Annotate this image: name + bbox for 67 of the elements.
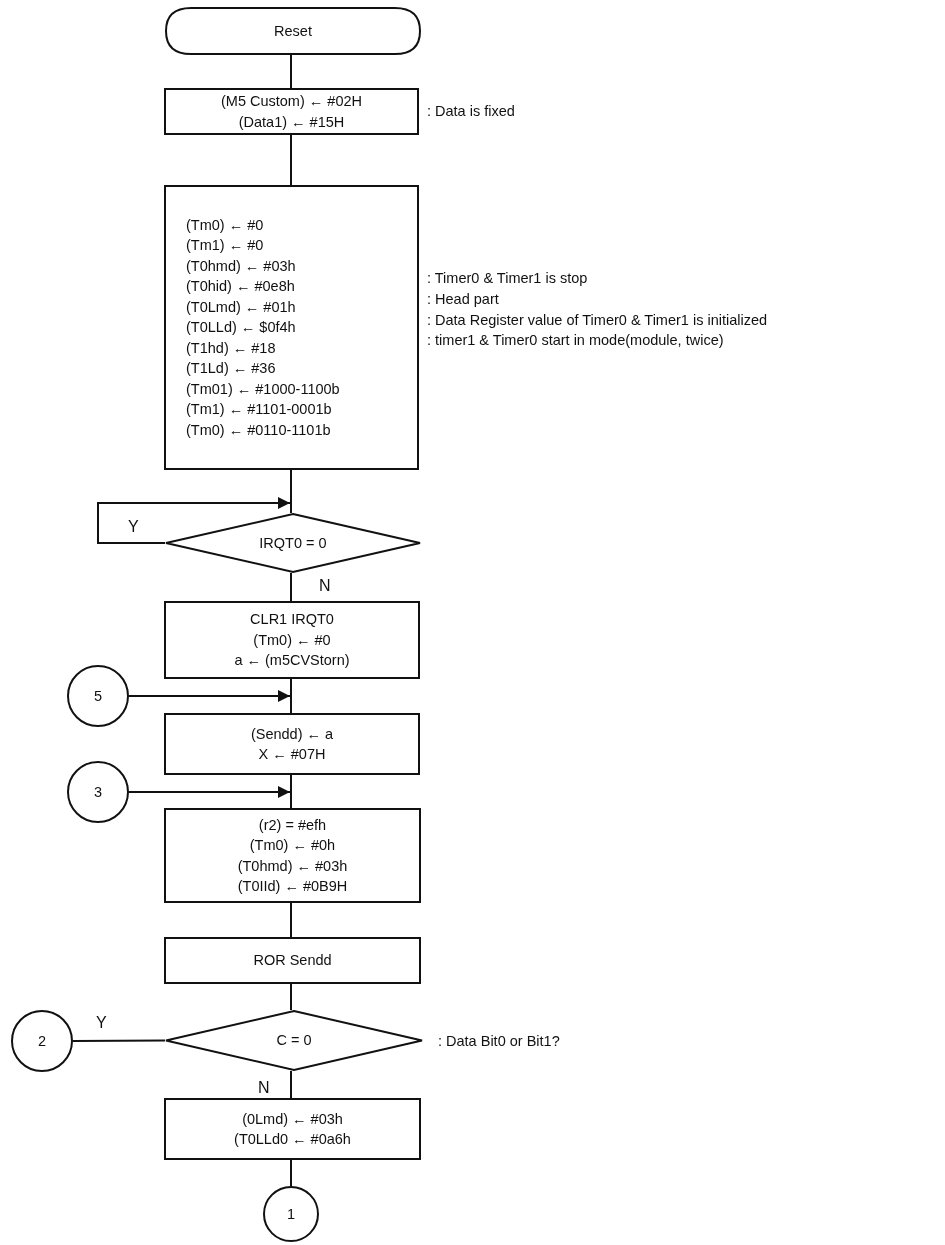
edge-label: Y xyxy=(94,1015,109,1031)
connector-line xyxy=(290,1159,292,1187)
connector-line xyxy=(290,1070,292,1099)
connector-line xyxy=(290,902,292,938)
decision-diamond xyxy=(165,1010,423,1071)
arrow xyxy=(128,786,291,798)
node-text: X ← #07H xyxy=(258,745,326,764)
node-text: ROR Sendd xyxy=(253,951,332,971)
connector-line xyxy=(290,134,292,186)
node-text: (0Lmd) ← #03h xyxy=(242,1109,343,1129)
node-text: (Tm0) ← #0h xyxy=(249,836,336,855)
connector-line xyxy=(290,678,292,714)
edge-label: Y xyxy=(126,519,141,535)
node-text: (T1hd) ← #18 xyxy=(186,338,276,358)
connector-line xyxy=(290,572,292,602)
process-box xyxy=(164,185,419,470)
node-text: (T0hmd) ← #03h xyxy=(186,256,296,276)
process-box xyxy=(164,713,420,775)
edge-label: N xyxy=(317,578,333,594)
node-text: (T0hmd) ← #03h xyxy=(237,856,348,876)
annotation: : Data Bit0 or Bit1? xyxy=(438,1032,560,1051)
node-text: (Data1) ← #15H xyxy=(238,112,345,132)
node-text: C = 0 xyxy=(276,1031,312,1051)
connector-number: 2 xyxy=(37,1031,47,1051)
connector-line xyxy=(290,469,292,514)
terminator-shape xyxy=(165,7,421,55)
node-text: (Tm0) ← #0110-1101b xyxy=(186,420,331,440)
connector-number: 3 xyxy=(93,782,103,802)
connector-line xyxy=(290,983,292,1011)
node-text: (M5 Custom) ← #02H xyxy=(221,92,362,111)
node-text: (Tm01) ← #1000-1100b xyxy=(186,379,340,399)
process-box xyxy=(164,808,421,903)
node-text: IRQT0 = 0 xyxy=(259,533,327,553)
connector-line xyxy=(290,54,292,89)
node-text: (T0IId) ← #0B9H xyxy=(237,877,348,896)
node-text: (r2) = #efh xyxy=(258,815,327,835)
annotation: : Data is fixed xyxy=(427,102,515,121)
process-box xyxy=(164,1098,421,1160)
node-text: (Tm1) ← #0 xyxy=(186,236,264,256)
annotation: : timer1 & Timer0 start in mode(module, twice) xyxy=(427,331,724,351)
node-text: Reset xyxy=(274,21,312,41)
process-box xyxy=(164,937,421,984)
edge-label: N xyxy=(256,1080,272,1096)
node-text: (T0Lmd) ← #01h xyxy=(186,297,296,317)
node-text: a ← (m5CVStorn) xyxy=(234,651,350,671)
node-text: (Sendd) ← a xyxy=(250,724,334,744)
annotation: : Timer0 & Timer1 is stop xyxy=(427,269,588,288)
annotation: : Head part xyxy=(427,289,499,309)
node-text: (T0LLd) ← $0f4h xyxy=(186,318,296,338)
annotation: : Data Register value of Timer0 & Timer1 is initialized xyxy=(427,310,768,330)
connector-line xyxy=(290,774,292,809)
node-text: (Tm1) ← #1101-0001b xyxy=(186,400,332,420)
connector-circle xyxy=(263,1186,319,1242)
connector-number: 1 xyxy=(286,1204,296,1224)
node-text: (Tm0) ← #0 xyxy=(186,215,264,235)
node-text: CLR1 IRQT0 xyxy=(250,610,334,630)
node-text: (T0hid) ← #0e8h xyxy=(186,277,295,297)
connector-line xyxy=(72,1039,166,1042)
node-text: (T1Ld) ← #36 xyxy=(186,359,276,379)
process-box xyxy=(164,601,420,679)
decision-diamond xyxy=(165,513,421,573)
node-text: (Tm0) ← #0 xyxy=(253,630,331,650)
arrow xyxy=(97,497,291,544)
arrow xyxy=(128,690,291,702)
process-box xyxy=(164,88,419,135)
node-text: (T0LLd0 ← #0a6h xyxy=(234,1130,351,1149)
connector-number: 5 xyxy=(93,686,103,706)
